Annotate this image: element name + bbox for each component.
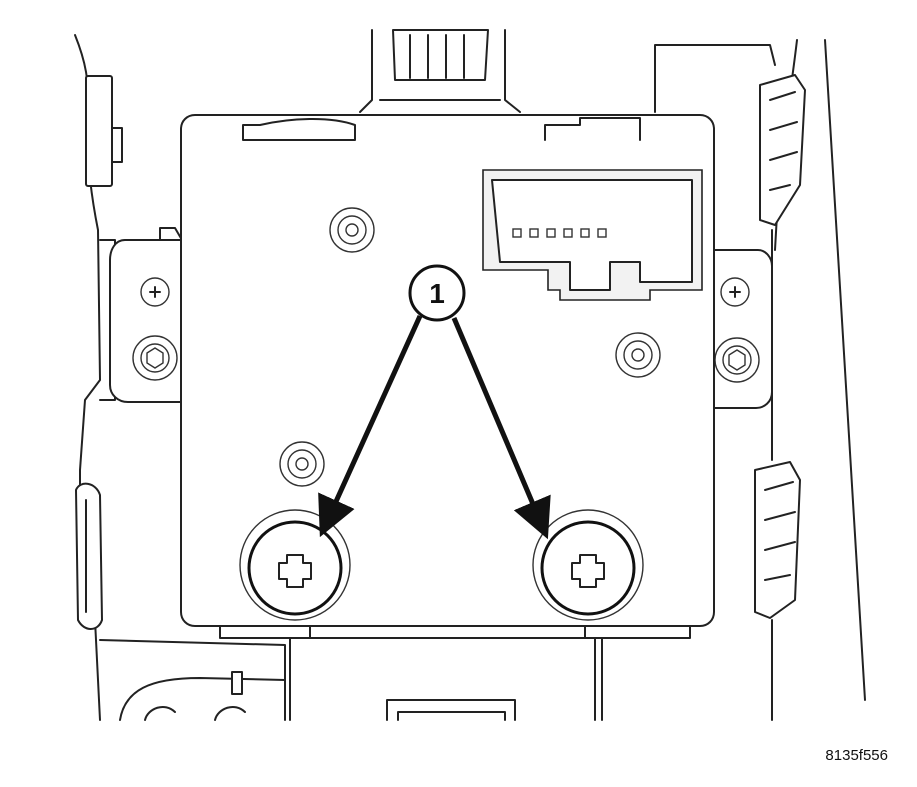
left-bracket-structure [74, 34, 286, 721]
top-connector-structure [359, 29, 521, 113]
boss-right [615, 332, 661, 378]
callout-arrows [318, 314, 551, 540]
boss-lower-left [279, 441, 325, 487]
callout-label: 1 [429, 278, 445, 309]
mounting-screw-right [532, 509, 644, 621]
left-mounting-ear [109, 227, 183, 403]
lower-component [386, 699, 516, 721]
boss-top-left [329, 207, 375, 253]
connector-pins [512, 228, 607, 238]
right-structure [654, 39, 866, 721]
right-mounting-ear [709, 249, 773, 409]
callout-bubble: 1 [408, 264, 466, 322]
figure-id: 8135f556 [825, 747, 888, 764]
mounting-screw-left [239, 509, 351, 621]
electrical-connector [482, 169, 703, 301]
